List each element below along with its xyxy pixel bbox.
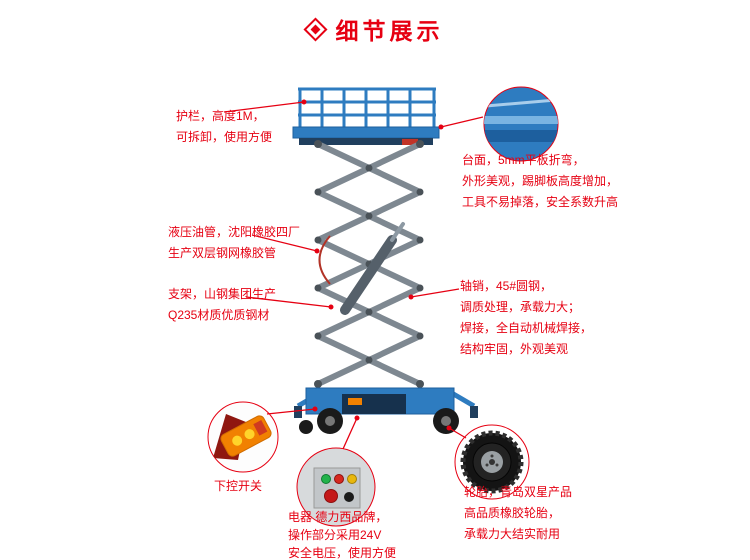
control-panel-icon [313, 467, 361, 509]
caster-wheel [299, 420, 313, 434]
hydraulic-hose-icon [318, 235, 331, 285]
platform-motor [402, 139, 418, 145]
page-title: 细节展示 [335, 18, 444, 44]
platform-guardrail-icon [298, 87, 436, 127]
callout-circle-panel [296, 447, 376, 527]
hydraulic-cylinder-icon [340, 222, 405, 315]
callout-circle-platform [483, 86, 559, 162]
platform-deck [292, 126, 440, 139]
label-axle-pin: 轴销，45#圆钢， 调质处理，承载力大； 焊接，全自动机械焊接， 结构牢固，外观… [460, 279, 593, 356]
label-platform: 台面，5mm平板折弯， 外形美观，踢脚板高度增加， 工具不易掉落，安全系数升高 [462, 153, 619, 209]
remote-control-icon [220, 415, 272, 457]
tire-icon [460, 430, 524, 494]
connector-dots [301, 99, 452, 431]
label-support-frame: 支架，山钢集团生产 Q235材质优质钢材 [168, 287, 277, 322]
label-guardrail: 护栏，高度1M， 可拆卸，使用方便 [176, 109, 273, 144]
callout-circle-remote [207, 401, 279, 473]
label-lower-control: 下控开关 [214, 479, 263, 493]
label-electrics: 电器 德力西品牌， 操作部分采用24V 安全电压，使用方便 [288, 510, 397, 560]
wheel-left [317, 408, 343, 434]
callout-circle-wheel [454, 424, 530, 500]
page-header: 细节展示 [0, 12, 750, 46]
wheel-right [433, 408, 459, 434]
base-control-sticker [348, 398, 362, 405]
label-hydraulic-hose: 液压油管，沈阳橡胶四厂 生产双层钢网橡胶管 [168, 225, 301, 260]
scissor-pivots [314, 140, 424, 388]
platform-underframe [299, 138, 433, 145]
scissor-lift-illustration [292, 87, 478, 434]
connector-lines [223, 101, 484, 450]
label-tires: 轮胎，青岛双星产品 高品质橡胶轮胎， 承载力大结实耐用 [464, 485, 573, 541]
